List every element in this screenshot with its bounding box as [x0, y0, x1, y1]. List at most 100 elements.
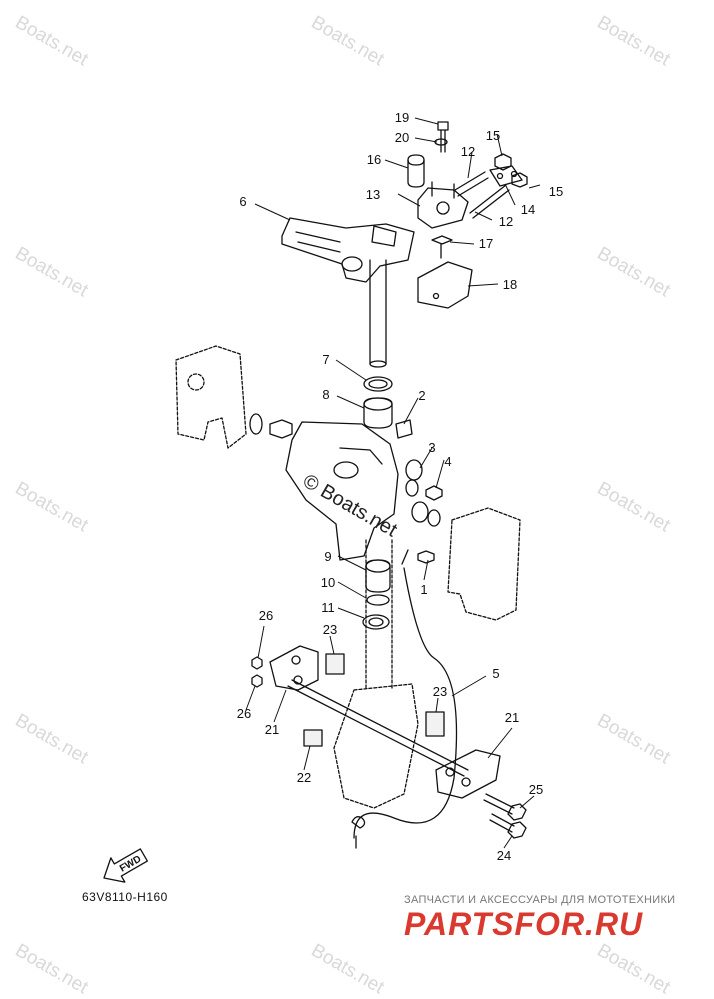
pin-16-top — [407, 159, 425, 166]
ground-lead-5 — [353, 567, 458, 839]
plate-14-hole — [496, 172, 504, 180]
bushing-9-top — [365, 559, 391, 573]
bolt-head — [269, 419, 293, 439]
callout-26: 26 — [259, 608, 273, 623]
lower-mount-21-right — [435, 749, 501, 799]
lower-mount-hole — [293, 675, 303, 685]
pin-16 — [407, 154, 425, 188]
plate-2 — [395, 419, 413, 439]
ground-lead — [401, 549, 409, 565]
callout-19: 19 — [395, 110, 409, 125]
grommet — [411, 501, 429, 523]
callout-13: 13 — [366, 187, 380, 202]
lower-case-ghost — [333, 683, 419, 809]
leader-lines — [245, 117, 541, 849]
callout-24: 24 — [497, 848, 511, 863]
callout-26: 26 — [237, 706, 251, 721]
callout-numbers: 19 20 16 15 12 13 14 15 12 6 17 18 7 2 8… — [237, 110, 563, 863]
lower-mount-21-left — [269, 645, 319, 691]
callout-5: 5 — [492, 666, 499, 681]
rubber-mount-23 — [425, 711, 445, 737]
steering-shaft-end — [369, 360, 387, 368]
bushing-9 — [365, 559, 391, 593]
rubber-mount-23 — [325, 653, 345, 675]
plate-14 — [489, 165, 523, 187]
clamp-bracket-left — [175, 345, 247, 449]
callout-12: 12 — [499, 214, 513, 229]
steering-shaft — [369, 259, 387, 365]
nut-26 — [251, 674, 263, 688]
clamp-13-bore — [436, 201, 450, 215]
stud-12a — [454, 171, 489, 197]
lower-shaft-ghost — [365, 539, 393, 691]
callout-18: 18 — [503, 277, 517, 292]
lower-mount-hole — [291, 655, 301, 665]
clamp-bracket-left-hole — [187, 373, 205, 391]
rubber-mount-22 — [303, 729, 323, 747]
callout-15: 15 — [549, 184, 563, 199]
washer — [249, 413, 263, 435]
callout-14: 14 — [521, 202, 535, 217]
grommet — [427, 509, 441, 527]
lower-mount-hole — [461, 777, 471, 787]
callout-21: 21 — [265, 722, 279, 737]
bolt-1 — [417, 550, 435, 564]
clamp-13-ears — [431, 181, 455, 199]
swivel-bracket-6-slot — [297, 241, 341, 253]
swivel-bracket-6-head — [371, 225, 397, 247]
bolt-24-head — [507, 821, 527, 839]
bolt-4 — [425, 485, 443, 501]
callout-11: 11 — [321, 600, 335, 615]
callout-17: 17 — [479, 236, 493, 251]
bolt-25-head — [507, 803, 527, 821]
cross-rod — [287, 679, 469, 777]
callout-1: 1 — [420, 582, 427, 597]
bushing-8 — [363, 397, 393, 429]
bolt-19-shank — [440, 129, 446, 153]
mount-eye — [333, 461, 359, 479]
bushing-7-inner — [368, 379, 388, 389]
callout-20: 20 — [395, 130, 409, 145]
plate-18-hole — [432, 292, 440, 300]
collar-3 — [405, 459, 423, 481]
diagram-code: 63V8110-H160 — [82, 890, 168, 904]
callout-23: 23 — [433, 684, 447, 699]
callout-4: 4 — [444, 454, 451, 469]
swivel-bracket-6-eye — [341, 256, 363, 272]
swivel-bracket-6-slot — [295, 231, 341, 243]
swivel-bracket-6 — [281, 217, 415, 283]
seal-11 — [362, 614, 390, 630]
upper-case-mount-edge — [339, 447, 383, 465]
clamp-bracket-right — [447, 507, 521, 621]
callout-7: 7 — [322, 352, 329, 367]
o-ring-10 — [366, 594, 390, 606]
callout-9: 9 — [324, 549, 331, 564]
nut-15b — [511, 172, 528, 188]
bushing-7 — [363, 376, 393, 392]
callout-16: 16 — [367, 152, 381, 167]
nut-26 — [251, 656, 263, 670]
bolt-25 — [483, 793, 515, 815]
callout-25: 25 — [529, 782, 543, 797]
ground-terminal — [351, 816, 366, 829]
callout-21: 21 — [505, 710, 519, 725]
callout-3: 3 — [428, 440, 435, 455]
seal-11-inner — [368, 617, 384, 627]
callout-23: 23 — [323, 622, 337, 637]
screw-17-head — [431, 235, 453, 245]
callout-8: 8 — [322, 387, 329, 402]
callout-15: 15 — [486, 128, 500, 143]
grommet — [405, 479, 419, 497]
callout-6: 6 — [239, 194, 246, 209]
shop-logo: PARTSFOR.RU — [404, 906, 644, 942]
bushing-8-top — [363, 397, 393, 411]
plate-18 — [417, 261, 473, 309]
callout-10: 10 — [321, 575, 335, 590]
bolt-19-head — [437, 121, 449, 131]
callout-22: 22 — [297, 770, 311, 785]
shop-subtitle: ЗАПЧАСТИ И АКСЕССУАРЫ ДЛЯ МОТОТЕХНИКИ — [404, 894, 676, 906]
callout-12: 12 — [461, 144, 475, 159]
upper-case-mount — [285, 421, 399, 561]
